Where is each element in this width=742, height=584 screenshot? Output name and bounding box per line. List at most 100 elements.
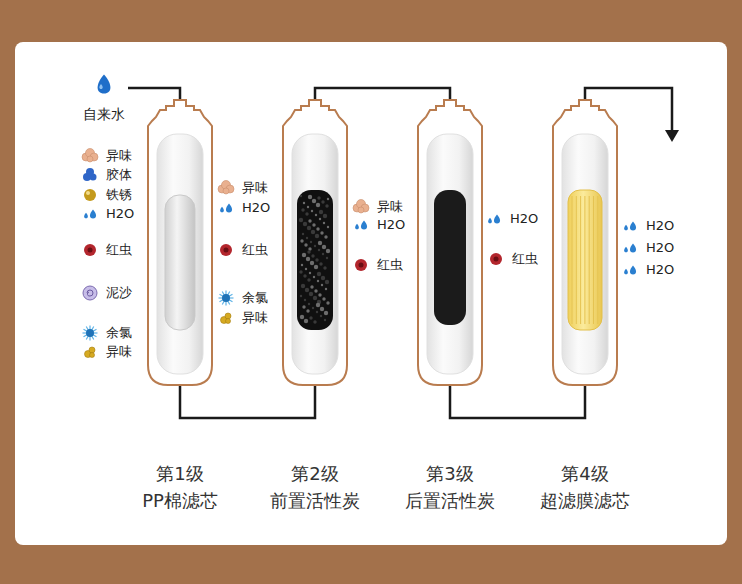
cartridge-sleeve: [427, 134, 473, 374]
granule: [305, 288, 309, 292]
granule: [327, 198, 329, 200]
cartridge-housing: [418, 100, 482, 385]
granule: [310, 261, 314, 265]
granule: [313, 320, 316, 323]
membrane-pleat: [576, 196, 577, 324]
granule: [323, 266, 326, 269]
contaminant-label: H2O: [106, 206, 134, 222]
granule: [312, 223, 315, 226]
granule: [302, 253, 306, 257]
water-icon: [624, 244, 636, 253]
cartridge-sleeve: [157, 134, 203, 374]
granule: [302, 233, 304, 235]
granule: [317, 272, 321, 276]
ring: [490, 253, 502, 265]
core: [224, 248, 229, 253]
membrane-pleat: [589, 196, 590, 324]
granule: [304, 299, 306, 301]
blob: [89, 347, 95, 353]
core: [359, 263, 364, 268]
granule: [320, 307, 324, 311]
granule: [317, 280, 319, 282]
drop-highlight: [99, 84, 102, 89]
cartridge-outline: [418, 100, 482, 385]
contaminant-label: 红虫: [242, 242, 268, 258]
granule: [305, 268, 307, 270]
contaminant-label: 异味: [106, 344, 132, 360]
granule: [300, 315, 304, 319]
drop: [220, 207, 224, 213]
drop: [355, 224, 359, 230]
granule: [325, 204, 328, 207]
ring: [84, 244, 96, 256]
contaminant-label: 异味: [242, 180, 268, 196]
worm-icon: [490, 253, 502, 265]
blob: [358, 207, 364, 213]
water-icon: [488, 215, 500, 224]
granule: [300, 295, 302, 297]
granule: [310, 241, 312, 243]
granule: [303, 222, 307, 226]
granule: [312, 307, 314, 309]
granule: [318, 249, 320, 251]
drop: [630, 222, 636, 231]
granule: [327, 226, 329, 228]
granule: [314, 289, 317, 292]
stage-name: PP棉滤芯: [142, 487, 218, 514]
granular-carbon-media: [297, 190, 333, 330]
granule: [311, 230, 315, 234]
granule: [307, 206, 309, 208]
drop: [361, 221, 367, 230]
membrane-pleat: [572, 196, 573, 324]
stage-number: 第3级: [426, 460, 473, 487]
granule: [299, 218, 303, 222]
granule: [322, 253, 324, 255]
contaminant-label: H2O: [510, 211, 538, 227]
odor-icon: [82, 149, 98, 163]
granule: [316, 303, 320, 307]
granule: [320, 231, 323, 234]
contaminant-label: H2O: [646, 240, 674, 256]
granule: [316, 227, 319, 230]
granule: [314, 265, 318, 269]
carbon-block-media: [434, 190, 466, 325]
granule: [318, 293, 321, 296]
granule: [303, 274, 306, 277]
granule: [311, 210, 313, 212]
odor2-icon: [85, 347, 96, 358]
pp-cotton-media: [165, 195, 195, 330]
filter-cartridge: 第3级后置活性炭: [418, 100, 482, 385]
granule: [311, 254, 314, 257]
drop: [226, 204, 232, 213]
granule: [306, 237, 308, 239]
water-pipe: [180, 385, 315, 418]
filter-cartridge: 第4级超滤膜滤芯: [553, 100, 617, 385]
odor-icon: [218, 181, 234, 195]
granule: [319, 262, 322, 265]
granule: [304, 319, 308, 323]
cartridge-outline: [148, 100, 212, 385]
granule: [322, 297, 325, 300]
outlet-arrowhead: [665, 130, 679, 142]
granule: [308, 247, 311, 250]
granule: [321, 284, 323, 286]
granule: [319, 210, 323, 214]
worm-icon: [84, 244, 96, 256]
contaminant-label: 红虫: [377, 257, 403, 273]
drop: [488, 218, 492, 224]
swirl: [87, 290, 93, 296]
worm-icon: [355, 259, 367, 271]
membrane-pleat: [597, 196, 598, 324]
granule: [301, 284, 305, 288]
drop: [624, 225, 628, 231]
blob: [226, 319, 231, 324]
water-pipe: [128, 88, 180, 100]
granule: [301, 208, 304, 211]
blob: [225, 313, 231, 319]
water-icon: [355, 221, 367, 230]
contaminant-label: 胶体: [106, 167, 132, 183]
contaminant-label: H2O: [377, 217, 405, 233]
core: [88, 248, 93, 253]
granule: [322, 245, 326, 249]
